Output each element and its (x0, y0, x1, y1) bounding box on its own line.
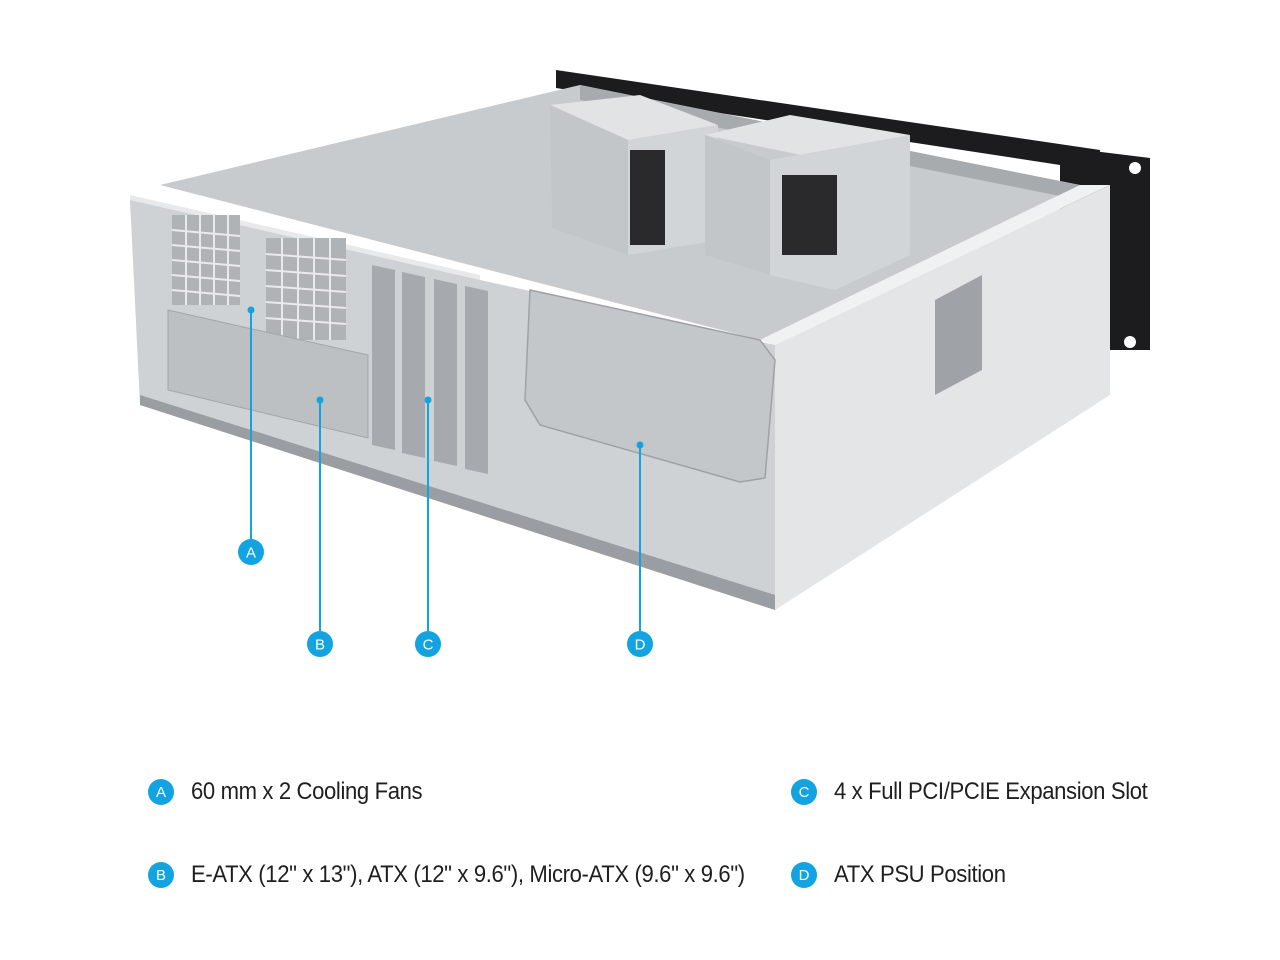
svg-text:D: D (635, 637, 646, 654)
callout-anchor-a (247, 306, 255, 314)
side-vent (935, 275, 982, 395)
psu-bay (524, 289, 776, 483)
legend-item-a: A 60 mm x 2 Cooling Fans (148, 778, 442, 806)
side-panel (760, 185, 1110, 610)
server-chassis-diagram: A B C D (130, 70, 1150, 657)
svg-text:B: B (315, 637, 325, 654)
legend-item-b: B E-ATX (12" x 13"), ATX (12" x 9.6"), M… (148, 861, 793, 889)
callout-badge-b: B (307, 631, 333, 657)
legend-item-c: C 4 x Full PCI/PCIE Expansion Slot (791, 778, 1175, 806)
drive-cage-1 (550, 95, 718, 255)
callout-badge-c: C (415, 631, 441, 657)
io-shield-area (167, 309, 369, 439)
svg-text:C: C (423, 637, 434, 654)
fan-vent-2 (265, 238, 347, 340)
legend-text-d: ATX PSU Position (834, 861, 1006, 888)
legend-text-c: 4 x Full PCI/PCIE Expansion Slot (834, 778, 1148, 805)
legend: A 60 mm x 2 Cooling Fans B E-ATX (12" x … (0, 700, 1280, 960)
fan-vent-1 (171, 215, 241, 305)
callout-anchor-b (316, 396, 324, 404)
legend-badge-d: D (791, 862, 817, 888)
legend-badge-c: C (791, 779, 817, 805)
legend-text-b: E-ATX (12" x 13"), ATX (12" x 9.6"), Mic… (191, 861, 745, 888)
callout-anchor-c (424, 396, 432, 404)
expansion-slots (372, 265, 488, 474)
legend-badge-a: A (148, 779, 174, 805)
callout-anchor-d (636, 441, 644, 449)
legend-badge-b: B (148, 862, 174, 888)
legend-text-a: 60 mm x 2 Cooling Fans (191, 778, 423, 805)
callout-badge-d: D (627, 631, 653, 657)
svg-text:A: A (246, 545, 256, 562)
drive-cage-2 (705, 115, 910, 290)
legend-item-d: D ATX PSU Position (791, 861, 1021, 889)
callout-badge-a: A (238, 539, 264, 565)
